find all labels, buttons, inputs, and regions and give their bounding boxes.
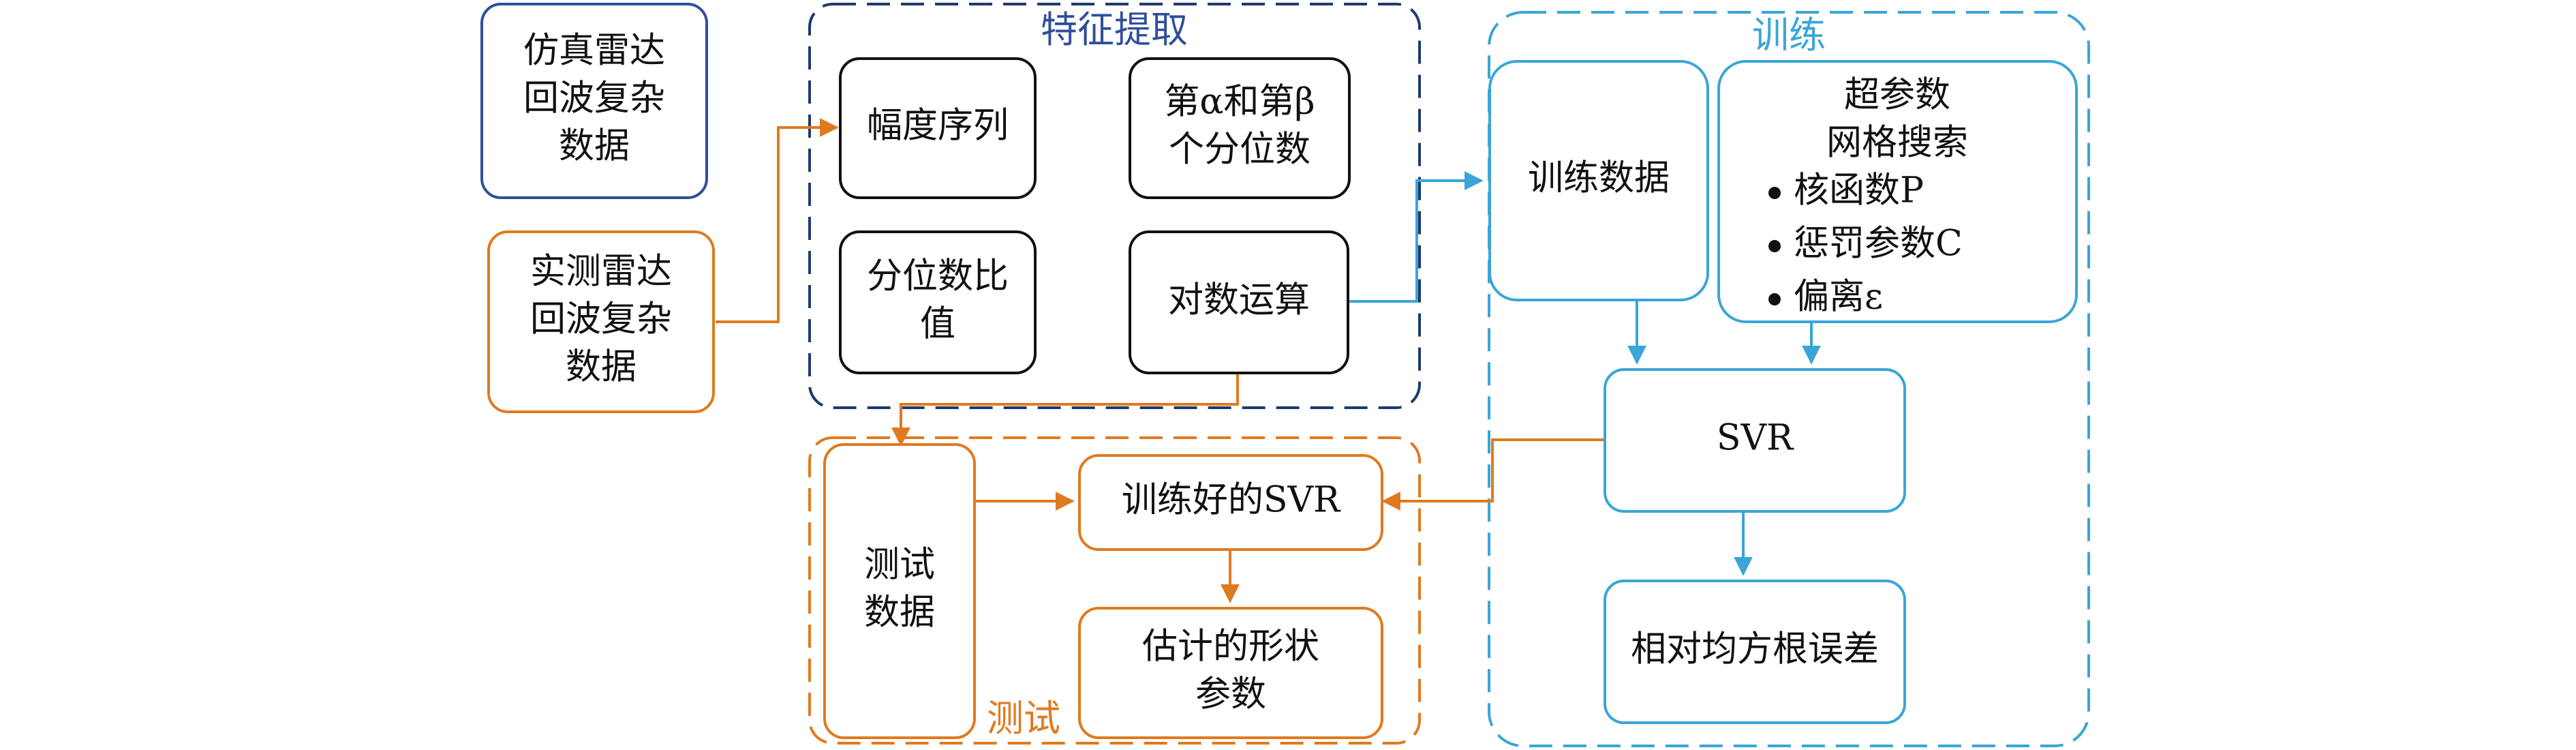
- estimated-shape-label: 估计的形状参数: [1142, 627, 1319, 715]
- train-data-label: 训练数据: [1528, 158, 1670, 199]
- quantile-ratio-label: 分位数比值: [867, 256, 1009, 345]
- training-group: [1488, 11, 2090, 747]
- bullet-dot: [1768, 293, 1781, 305]
- estimated-shape-line: 估计的形状: [1142, 627, 1319, 668]
- hyperparam-bullet-item: 惩罚参数C: [1794, 224, 1963, 265]
- rmse-line: 相对均方根误差: [1631, 629, 1879, 670]
- feature-extraction-group: [808, 3, 1421, 409]
- test-data-line: 数据: [864, 592, 935, 633]
- edge-svr-to-trained: [1381, 438, 1605, 511]
- rmse-box: [1604, 580, 1906, 724]
- amplitude-seq-box: [839, 57, 1037, 199]
- feature-extraction-title: 特征提取: [1041, 8, 1188, 51]
- real-radar-label: 实测雷达回波复杂数据: [530, 252, 672, 388]
- hyperparam-bullet-item: 核函数P: [1794, 170, 1924, 211]
- real-radar-box: [487, 230, 715, 413]
- testing-group: [808, 436, 1421, 745]
- quantiles-label: 第α和第β 个分位数: [1164, 82, 1315, 170]
- test-data-box: [823, 443, 976, 739]
- quantiles-box: [1129, 57, 1351, 199]
- trained-svr-line: 训练好的SVR: [1122, 480, 1341, 521]
- sim-radar-box: [480, 3, 708, 199]
- svr-box: [1604, 368, 1906, 513]
- sim-radar-line: 仿真雷达: [523, 31, 665, 72]
- testing-title: 测试: [987, 697, 1060, 740]
- estimated-shape-line: 参数: [1195, 674, 1266, 715]
- amplitude-seq-line: 幅度序列: [867, 106, 1009, 147]
- amplitude-seq-label: 幅度序列: [867, 106, 1009, 147]
- real-radar-line: 数据: [566, 347, 637, 388]
- sim-radar-line: 数据: [559, 126, 630, 167]
- hyperparam-box: [1717, 60, 2078, 323]
- test-data-label: 测试数据: [864, 545, 935, 633]
- rmse-label: 相对均方根误差: [1631, 629, 1879, 670]
- edge-real-to-amplitude: [716, 118, 839, 323]
- test-data-line: 测试: [864, 545, 935, 586]
- quantiles-line: 第α和第β: [1164, 82, 1315, 123]
- hyperparam-title: 超参数网格搜索: [1826, 75, 1968, 164]
- train-data-box: [1488, 60, 1709, 301]
- estimated-shape-box: [1078, 607, 1383, 739]
- quantile-ratio-line: 值: [920, 304, 955, 345]
- training-title: 训练: [1752, 14, 1826, 57]
- log-op-label: 对数运算: [1168, 280, 1310, 321]
- hyperparam-line: 网格搜索: [1826, 123, 1968, 164]
- quantile-ratio-line: 分位数比: [867, 256, 1009, 297]
- svr-label: SVR: [1717, 418, 1794, 459]
- trained-svr-box: [1078, 454, 1383, 551]
- quantile-ratio-box: [839, 230, 1037, 374]
- real-radar-line: 回波复杂: [530, 299, 672, 340]
- train-data-line: 训练数据: [1528, 158, 1670, 199]
- sim-radar-line: 回波复杂: [523, 78, 665, 119]
- log-op-box: [1129, 230, 1349, 374]
- hyperparam-line: 超参数: [1844, 75, 1950, 116]
- real-radar-line: 实测雷达: [530, 252, 672, 292]
- edge-log-to-train: [1348, 171, 1484, 303]
- bullet-dot: [1768, 240, 1781, 252]
- edge-log-to-test: [891, 374, 1239, 447]
- bullet-dot: [1768, 187, 1781, 199]
- svr-line: SVR: [1717, 418, 1794, 459]
- quantiles-line: 个分位数: [1169, 130, 1310, 170]
- log-op-line: 对数运算: [1168, 280, 1310, 321]
- hyperparam-bullets: 核函数P 惩罚参数C 偏离ε: [1768, 170, 1963, 318]
- hyperparam-bullet-item: 偏离ε: [1794, 277, 1883, 318]
- sim-radar-label: 仿真雷达回波复杂数据: [523, 31, 665, 167]
- trained-svr-label: 训练好的SVR: [1122, 480, 1341, 521]
